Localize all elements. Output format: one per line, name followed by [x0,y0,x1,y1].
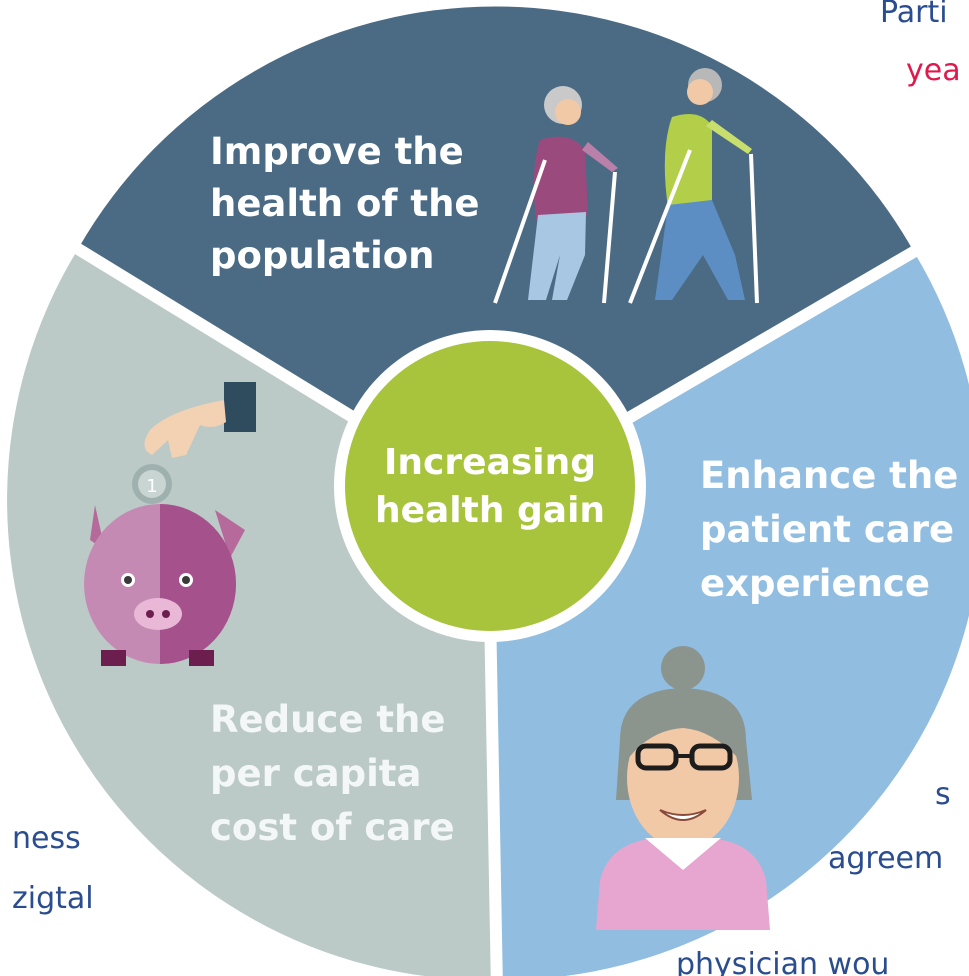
background-text-fragment: physician wou [676,947,890,976]
center-circle [345,341,635,631]
cost-label-line2: per capita [210,752,421,795]
experience-label-line2: patient care [700,508,954,551]
population-label-line1: Improve the [210,130,464,173]
population-label-line3: population [210,234,435,277]
piggy-bank-icon: 1 [84,382,256,666]
background-text-fragment: agreem [828,841,944,876]
svg-text:1: 1 [146,476,157,497]
walking-seniors-icon [493,68,759,304]
cost-label-line1: Reduce the [210,698,445,741]
cost-label-line3: cost of care [210,806,455,849]
background-text-fragment: ness [12,821,81,856]
background-text-fragment: zigtal [12,881,94,916]
background-text-fragment: Parti [880,0,948,30]
experience-label-line3: experience [700,562,930,605]
population-label-line2: health of the [210,182,480,225]
background-text-fragment: yea [906,53,961,88]
background-text-fragment: s [935,777,951,812]
center-label-line2: health gain [375,490,605,531]
center-label-line1: Increasing [384,442,596,483]
elderly-woman-icon [596,646,770,930]
experience-label-line1: Enhance the [700,454,958,497]
